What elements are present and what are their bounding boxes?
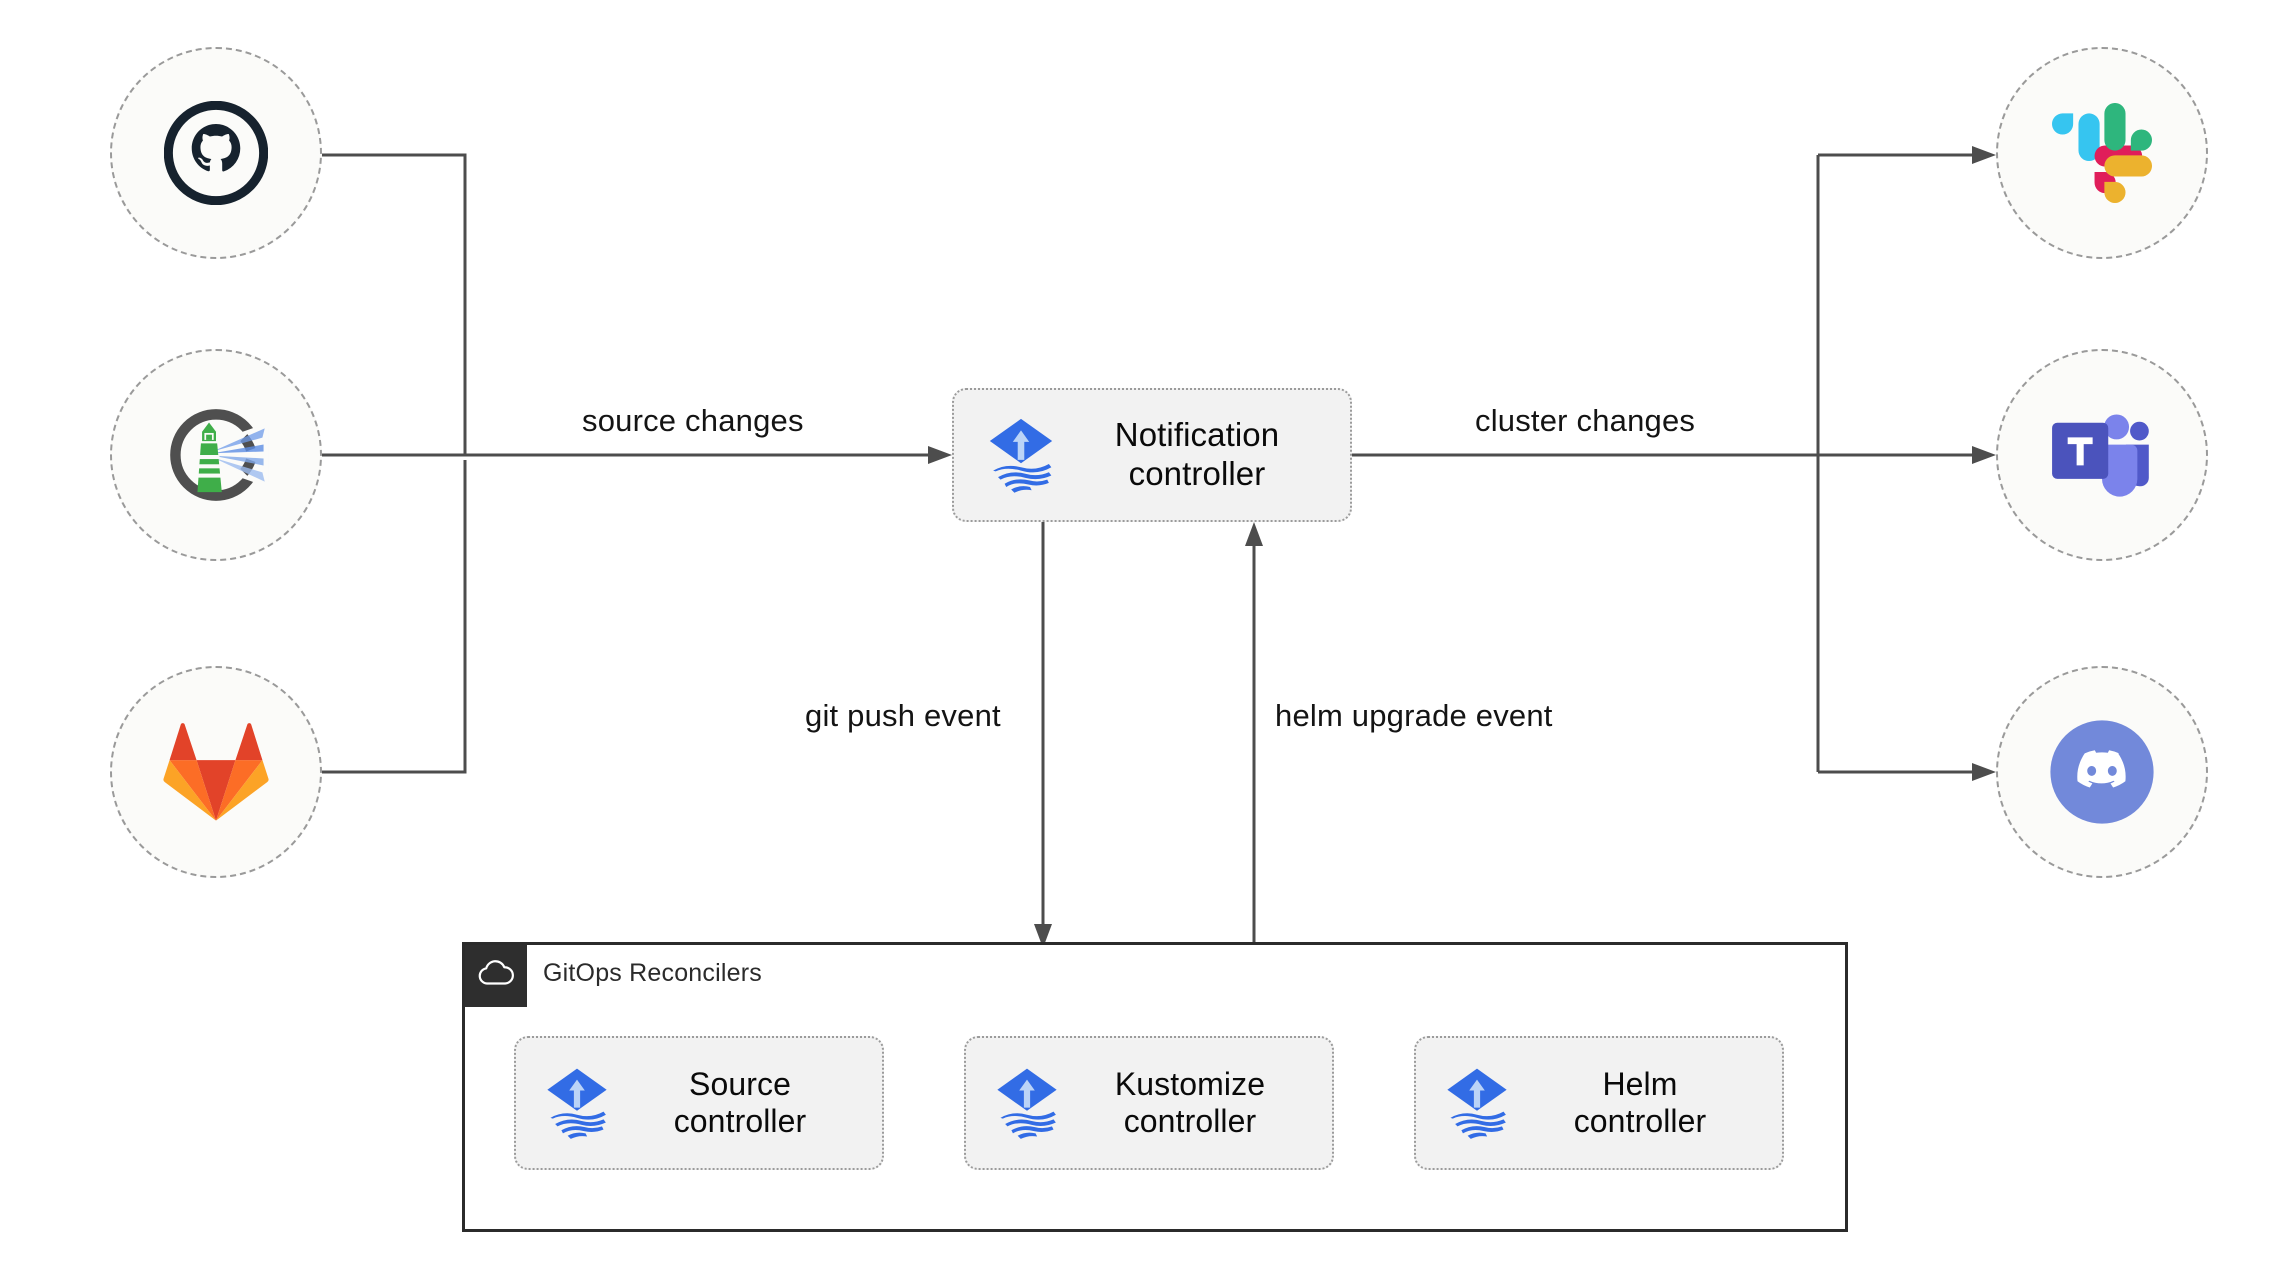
kustomize-controller-label: Kustomize controller — [1066, 1066, 1332, 1141]
source-node-gitlab[interactable] — [110, 666, 322, 878]
source-controller-box[interactable]: Source controller — [514, 1036, 884, 1170]
github-icon — [163, 100, 269, 206]
flux-controller-icon — [980, 414, 1062, 496]
cloud-icon — [477, 959, 515, 993]
arrowhead-teams — [1972, 446, 1996, 464]
source-controller-label-line2: controller — [673, 1103, 807, 1139]
ms-teams-icon — [2050, 403, 2154, 507]
destination-node-teams[interactable] — [1996, 349, 2208, 561]
source-controller-label: Source controller — [616, 1066, 882, 1141]
flux-controller-icon — [988, 1064, 1066, 1142]
arrowhead-slack — [1972, 146, 1996, 164]
slack-icon — [2052, 102, 2153, 203]
helm-controller-box[interactable]: Helm controller — [1414, 1036, 1784, 1170]
edge-label-helm-upgrade-event: helm upgrade event — [1275, 698, 1553, 733]
flux-controller-icon — [538, 1064, 616, 1142]
destination-node-slack[interactable] — [1996, 47, 2208, 259]
notification-controller-box[interactable]: Notification controller — [952, 388, 1352, 522]
notification-controller-label-line1: Notification — [1114, 416, 1280, 454]
arrowhead-source-changes — [928, 446, 952, 464]
kustomize-controller-label-line2: controller — [1123, 1103, 1257, 1139]
helm-controller-label-line1: Helm — [1602, 1065, 1678, 1102]
helm-controller-label-line2: controller — [1573, 1103, 1707, 1139]
gitops-reconcilers-title: GitOps Reconcilers — [543, 959, 762, 987]
edge-label-source-changes: source changes — [582, 403, 804, 438]
kustomize-controller-box[interactable]: Kustomize controller — [964, 1036, 1334, 1170]
gitlab-icon — [162, 718, 270, 826]
notification-controller-label: Notification controller — [1062, 416, 1350, 493]
source-node-flux[interactable] — [110, 349, 322, 561]
flux-lighthouse-icon — [158, 397, 274, 513]
notification-controller-label-line2: controller — [1128, 455, 1266, 492]
edge-label-cluster-changes: cluster changes — [1475, 403, 1696, 438]
destination-node-discord[interactable] — [1996, 666, 2208, 878]
source-controller-label-line1: Source — [689, 1065, 791, 1102]
arrowhead-discord — [1972, 763, 1996, 781]
flux-controller-icon — [1438, 1064, 1516, 1142]
gitops-reconcilers-tab — [465, 945, 527, 1007]
discord-icon — [2042, 712, 2162, 832]
source-node-github[interactable] — [110, 47, 322, 259]
arrowhead-helm-upgrade-event — [1245, 522, 1263, 546]
kustomize-controller-label-line1: Kustomize — [1114, 1065, 1266, 1102]
edge-gitlab-to-trunk — [322, 460, 467, 774]
edge-github-to-trunk — [322, 153, 467, 455]
helm-controller-label: Helm controller — [1516, 1066, 1782, 1141]
edge-label-git-push-event: git push event — [805, 698, 1001, 733]
